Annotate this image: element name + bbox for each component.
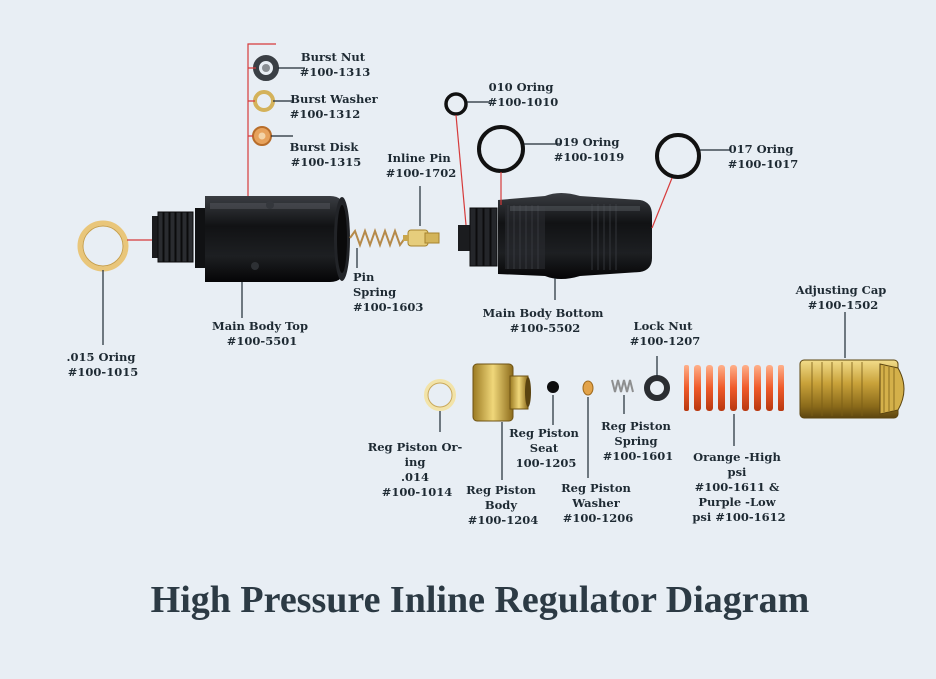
reg-piston-washer-label: Reg Piston Washer #100-1206 <box>561 481 635 525</box>
reg-piston-seat-label: Reg Piston Seat 100-1205 <box>509 426 583 470</box>
oring-019-part <box>477 125 525 173</box>
lock-nut-label: Lock Nut #100-1207 <box>630 319 700 348</box>
reg-piston-body-label: Reg Piston Body #100-1204 <box>466 483 540 527</box>
inline-pin-label: Inline Pin #100-1702 <box>386 151 456 180</box>
reg-piston-spring-label: Reg Piston Spring #100-1601 <box>601 419 675 463</box>
oring-010-red-leader <box>455 114 467 226</box>
reg-piston-seat-part <box>547 381 559 393</box>
burst-washer-part <box>253 90 275 112</box>
pin-spring-label: Pin Spring #100-1603 <box>353 270 423 314</box>
main-body-top-label: Main Body Top #100-5501 <box>212 319 312 348</box>
adjusting-cap-part <box>799 359 905 419</box>
burst-bracket-leader <box>247 43 276 196</box>
oring-015-label: .015 Oring #100-1015 <box>67 350 140 379</box>
orange-spring-label: Orange -High psi #100-1611 & Purple -Low… <box>692 450 785 524</box>
diagram-title: High Pressure Inline Regulator Diagram <box>151 579 810 621</box>
oring-019-label: 019 Oring #100-1019 <box>554 135 624 164</box>
inline-pin-part <box>403 229 440 247</box>
oring-017-part <box>655 133 701 179</box>
reg-piston-body-part <box>472 363 531 422</box>
lock-nut-part <box>644 375 670 401</box>
reg-piston-oring-label: Reg Piston Or- ing .014 #100-1014 <box>368 440 467 499</box>
reg-piston-washer-part <box>582 380 594 396</box>
oring-015-part <box>77 220 129 272</box>
orange-spring-part <box>684 365 784 411</box>
burst-nut-part <box>253 55 279 81</box>
main-body-bottom-part <box>458 193 652 279</box>
burst-leaders <box>271 67 305 137</box>
oring-010-label: 010 Oring #100-1010 <box>488 80 558 109</box>
reg-piston-spring-part <box>611 379 634 393</box>
burst-nut-label: Burst Nut #100-1313 <box>300 50 370 79</box>
oring-017-red-leader <box>651 177 673 229</box>
oring-010-part <box>444 92 468 116</box>
reg-piston-oring-part <box>424 379 456 411</box>
pin-spring-part <box>349 228 406 248</box>
main-body-bottom-label: Main Body Bottom #100-5502 <box>483 306 608 335</box>
main-body-top-part <box>152 196 350 282</box>
oring-017-label: 017 Oring #100-1017 <box>728 142 798 171</box>
adjusting-cap-label: Adjusting Cap #100-1502 <box>795 283 891 312</box>
burst-washer-label: Burst Washer #100-1312 <box>290 92 382 121</box>
burst-disk-part <box>252 126 272 146</box>
burst-disk-label: Burst Disk #100-1315 <box>290 140 363 169</box>
